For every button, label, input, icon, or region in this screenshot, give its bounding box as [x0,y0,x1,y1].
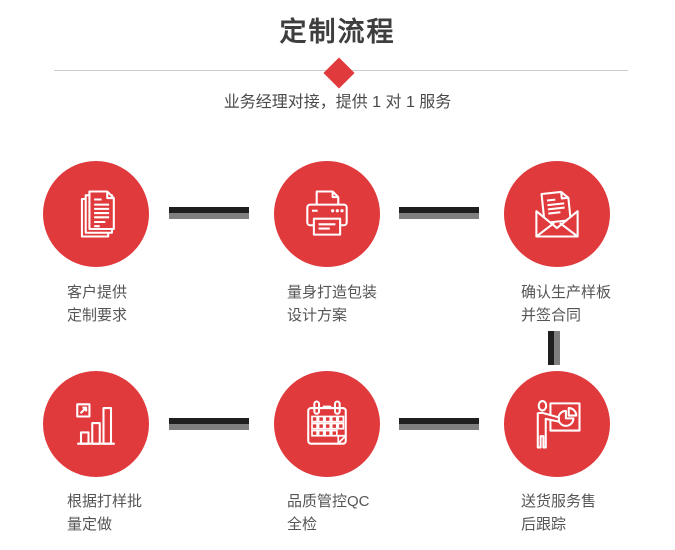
step-circle-4 [43,371,149,477]
step-circle-3 [504,161,610,267]
documents-icon [80,190,115,238]
step-circle-1 [43,161,149,267]
step-label-5: 品质管控QC 全检 [287,490,370,536]
step-label-line: 根据打样批 [67,493,143,510]
calendar-icon [307,400,347,445]
connector-step1-step2 [169,207,249,219]
step-label-line: 并签合同 [521,307,582,324]
diamond-icon [323,57,355,89]
step-label-3: 确认生产样板 并签合同 [521,281,611,327]
connector-step2-step3 [399,207,479,219]
step-label-line: 客户提供 [67,284,128,301]
step-label-line: 确认生产样板 [521,284,612,301]
connector-step4-step5 [169,418,249,430]
bar-chart-icon [76,403,115,445]
step-label-line: 送货服务售 [521,493,597,510]
step-label-6: 送货服务售 后跟踪 [521,490,596,536]
step-label-line: 品质管控QC [287,493,370,510]
step-label-2: 量身打造包装 设计方案 [287,281,377,327]
divider-line [54,57,628,89]
step-circle-6 [504,371,610,477]
step-label-line: 量定做 [67,516,113,533]
presentation-icon [536,400,581,449]
page-title: 定制流程 [279,17,396,47]
step-circle-5 [274,371,380,477]
step-label-line: 定制要求 [67,307,128,324]
step-label-line: 后跟踪 [521,516,567,533]
step-circle-2 [274,161,380,267]
step-label-line: 全检 [287,516,318,533]
section-subtitle: 业务经理对接，提供 1 对 1 服务 [223,94,452,111]
step-label-4: 根据打样批 量定做 [67,490,142,536]
envelope-icon [535,190,579,238]
printer-icon [306,190,348,236]
step-label-1: 客户提供 定制要求 [67,281,127,327]
step-label-line: 量身打造包装 [287,284,378,301]
connector-step5-step6 [399,418,479,430]
step-label-line: 设计方案 [287,307,348,324]
connector-step3-step6 [548,331,560,365]
